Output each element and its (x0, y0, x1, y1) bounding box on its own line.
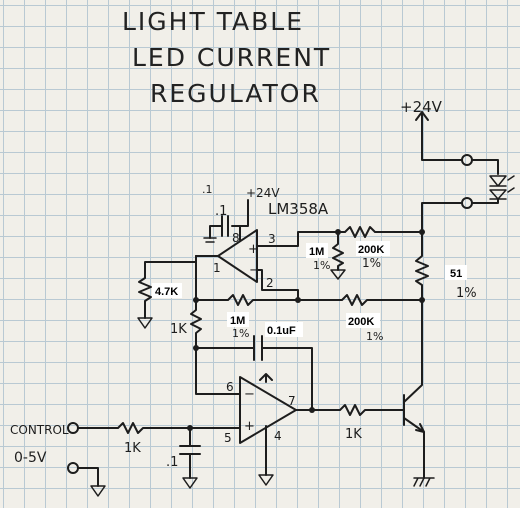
opamp-2: − + 6 5 7 4 (195, 347, 315, 486)
feedback-cap: 0.1uF (195, 322, 313, 411)
cap-value: 0.1uF (267, 325, 296, 337)
resistor-51: 51 1% (415, 221, 477, 376)
led-supply: +24V (400, 98, 515, 223)
opamp-1: + − 3 2 1 8 LM358A +24V .1 .1 (202, 183, 329, 301)
supply-label: +24V (400, 98, 443, 116)
ground-terminal (67, 462, 79, 474)
title-line-1: LIGHT TABLE (122, 7, 304, 36)
output-stage: 1K (311, 374, 435, 487)
title-block: LIGHT TABLE LED CURRENT REGULATOR (122, 7, 331, 108)
pin7: 7 (288, 394, 296, 408)
r200k-top-tol: 1% (362, 256, 381, 270)
opamp-supply: +24V (246, 186, 280, 200)
r200k-mid-tol: 1% (366, 330, 383, 343)
pin2: 2 (266, 276, 274, 290)
r51-value: 51 (450, 268, 462, 280)
input-cap: .1 (166, 455, 178, 470)
r1k-left-value: 1K (170, 322, 187, 337)
r1k-input-value: 1K (124, 441, 141, 456)
pin4: 4 (274, 429, 282, 443)
divider-mid: 1M 1% 200K 1% (195, 294, 423, 343)
terminal-bottom (461, 197, 473, 209)
control-input: CONTROL 0-5V 1K .1 (10, 422, 241, 497)
r1m-mid-value: 1M (230, 315, 245, 327)
pin5: 5 (224, 431, 232, 445)
pin1: 1 (213, 261, 221, 275)
svg-text:+: + (248, 242, 259, 257)
supply-cap: .1 (202, 183, 213, 196)
svg-text:−: − (249, 263, 260, 278)
input-label: CONTROL (10, 423, 69, 437)
pin8: 8 (232, 231, 240, 245)
r1m-mid-tol: 1% (232, 327, 249, 340)
title-line-3: REGULATOR (150, 79, 321, 108)
r4k7-value: 4.7K (155, 286, 178, 298)
svg-text:−: − (244, 387, 255, 402)
r200k-top-value: 200K (358, 244, 384, 256)
input-terminal (67, 422, 79, 434)
terminal-top (461, 154, 473, 166)
led-diode-icon (489, 175, 515, 200)
r1m-top-tol: 1% (313, 259, 330, 272)
chip-part: LM358A (268, 200, 329, 218)
title-line-2: LED CURRENT (132, 43, 331, 72)
divider-top: 200K 1% 1M 1% (256, 226, 423, 280)
r1m-top-value: 1M (309, 246, 324, 258)
pin6: 6 (226, 380, 234, 394)
r1k-base-value: 1K (345, 427, 362, 442)
svg-text:.1: .1 (215, 204, 227, 219)
r200k-mid-value: 200K (348, 316, 374, 328)
r51-tol: 1% (456, 286, 477, 301)
pin1-network: 4.7K 1K (137, 255, 219, 351)
input-range: 0-5V (14, 450, 47, 466)
pin3: 3 (268, 232, 276, 246)
svg-text:+: + (244, 419, 255, 434)
